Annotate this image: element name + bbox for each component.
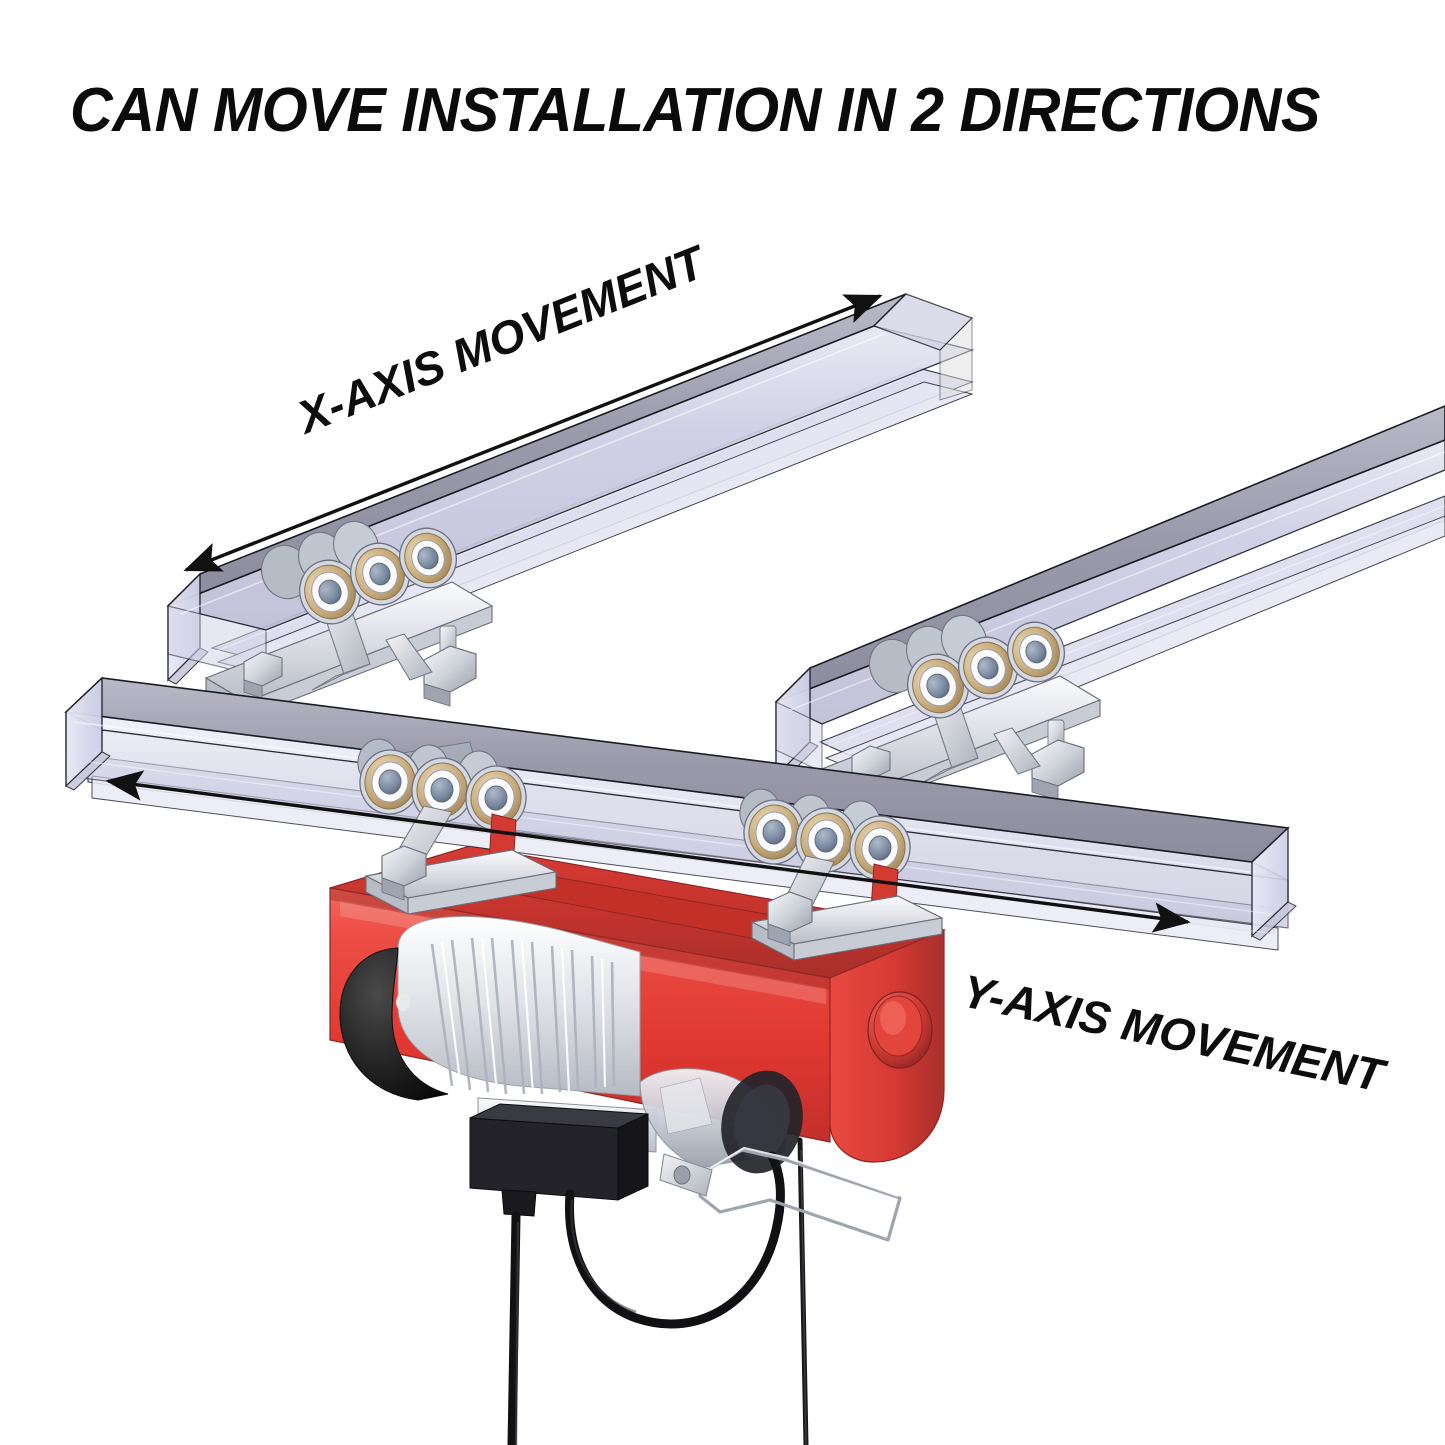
bolt bbox=[243, 651, 283, 699]
bearing bbox=[907, 653, 969, 719]
upper-right-rail bbox=[774, 405, 1445, 781]
bolt bbox=[1031, 739, 1085, 801]
control-box bbox=[469, 1103, 649, 1217]
x-axis-arrow bbox=[183, 294, 883, 572]
wire-rope bbox=[797, 1137, 809, 1445]
bearing bbox=[958, 636, 1018, 700]
bearing bbox=[299, 559, 361, 625]
power-cable bbox=[507, 1151, 785, 1445]
upper-left-rail bbox=[165, 293, 975, 685]
lifting-lever bbox=[659, 1146, 902, 1242]
bearing bbox=[1007, 621, 1065, 683]
y-axis-arrow bbox=[105, 770, 1191, 933]
page-title: CAN MOVE INSTALLATION IN 2 DIRECTIONS bbox=[70, 76, 1320, 145]
rope-drum bbox=[639, 1068, 803, 1174]
bolt bbox=[423, 645, 477, 707]
right-trolley bbox=[812, 614, 1102, 829]
